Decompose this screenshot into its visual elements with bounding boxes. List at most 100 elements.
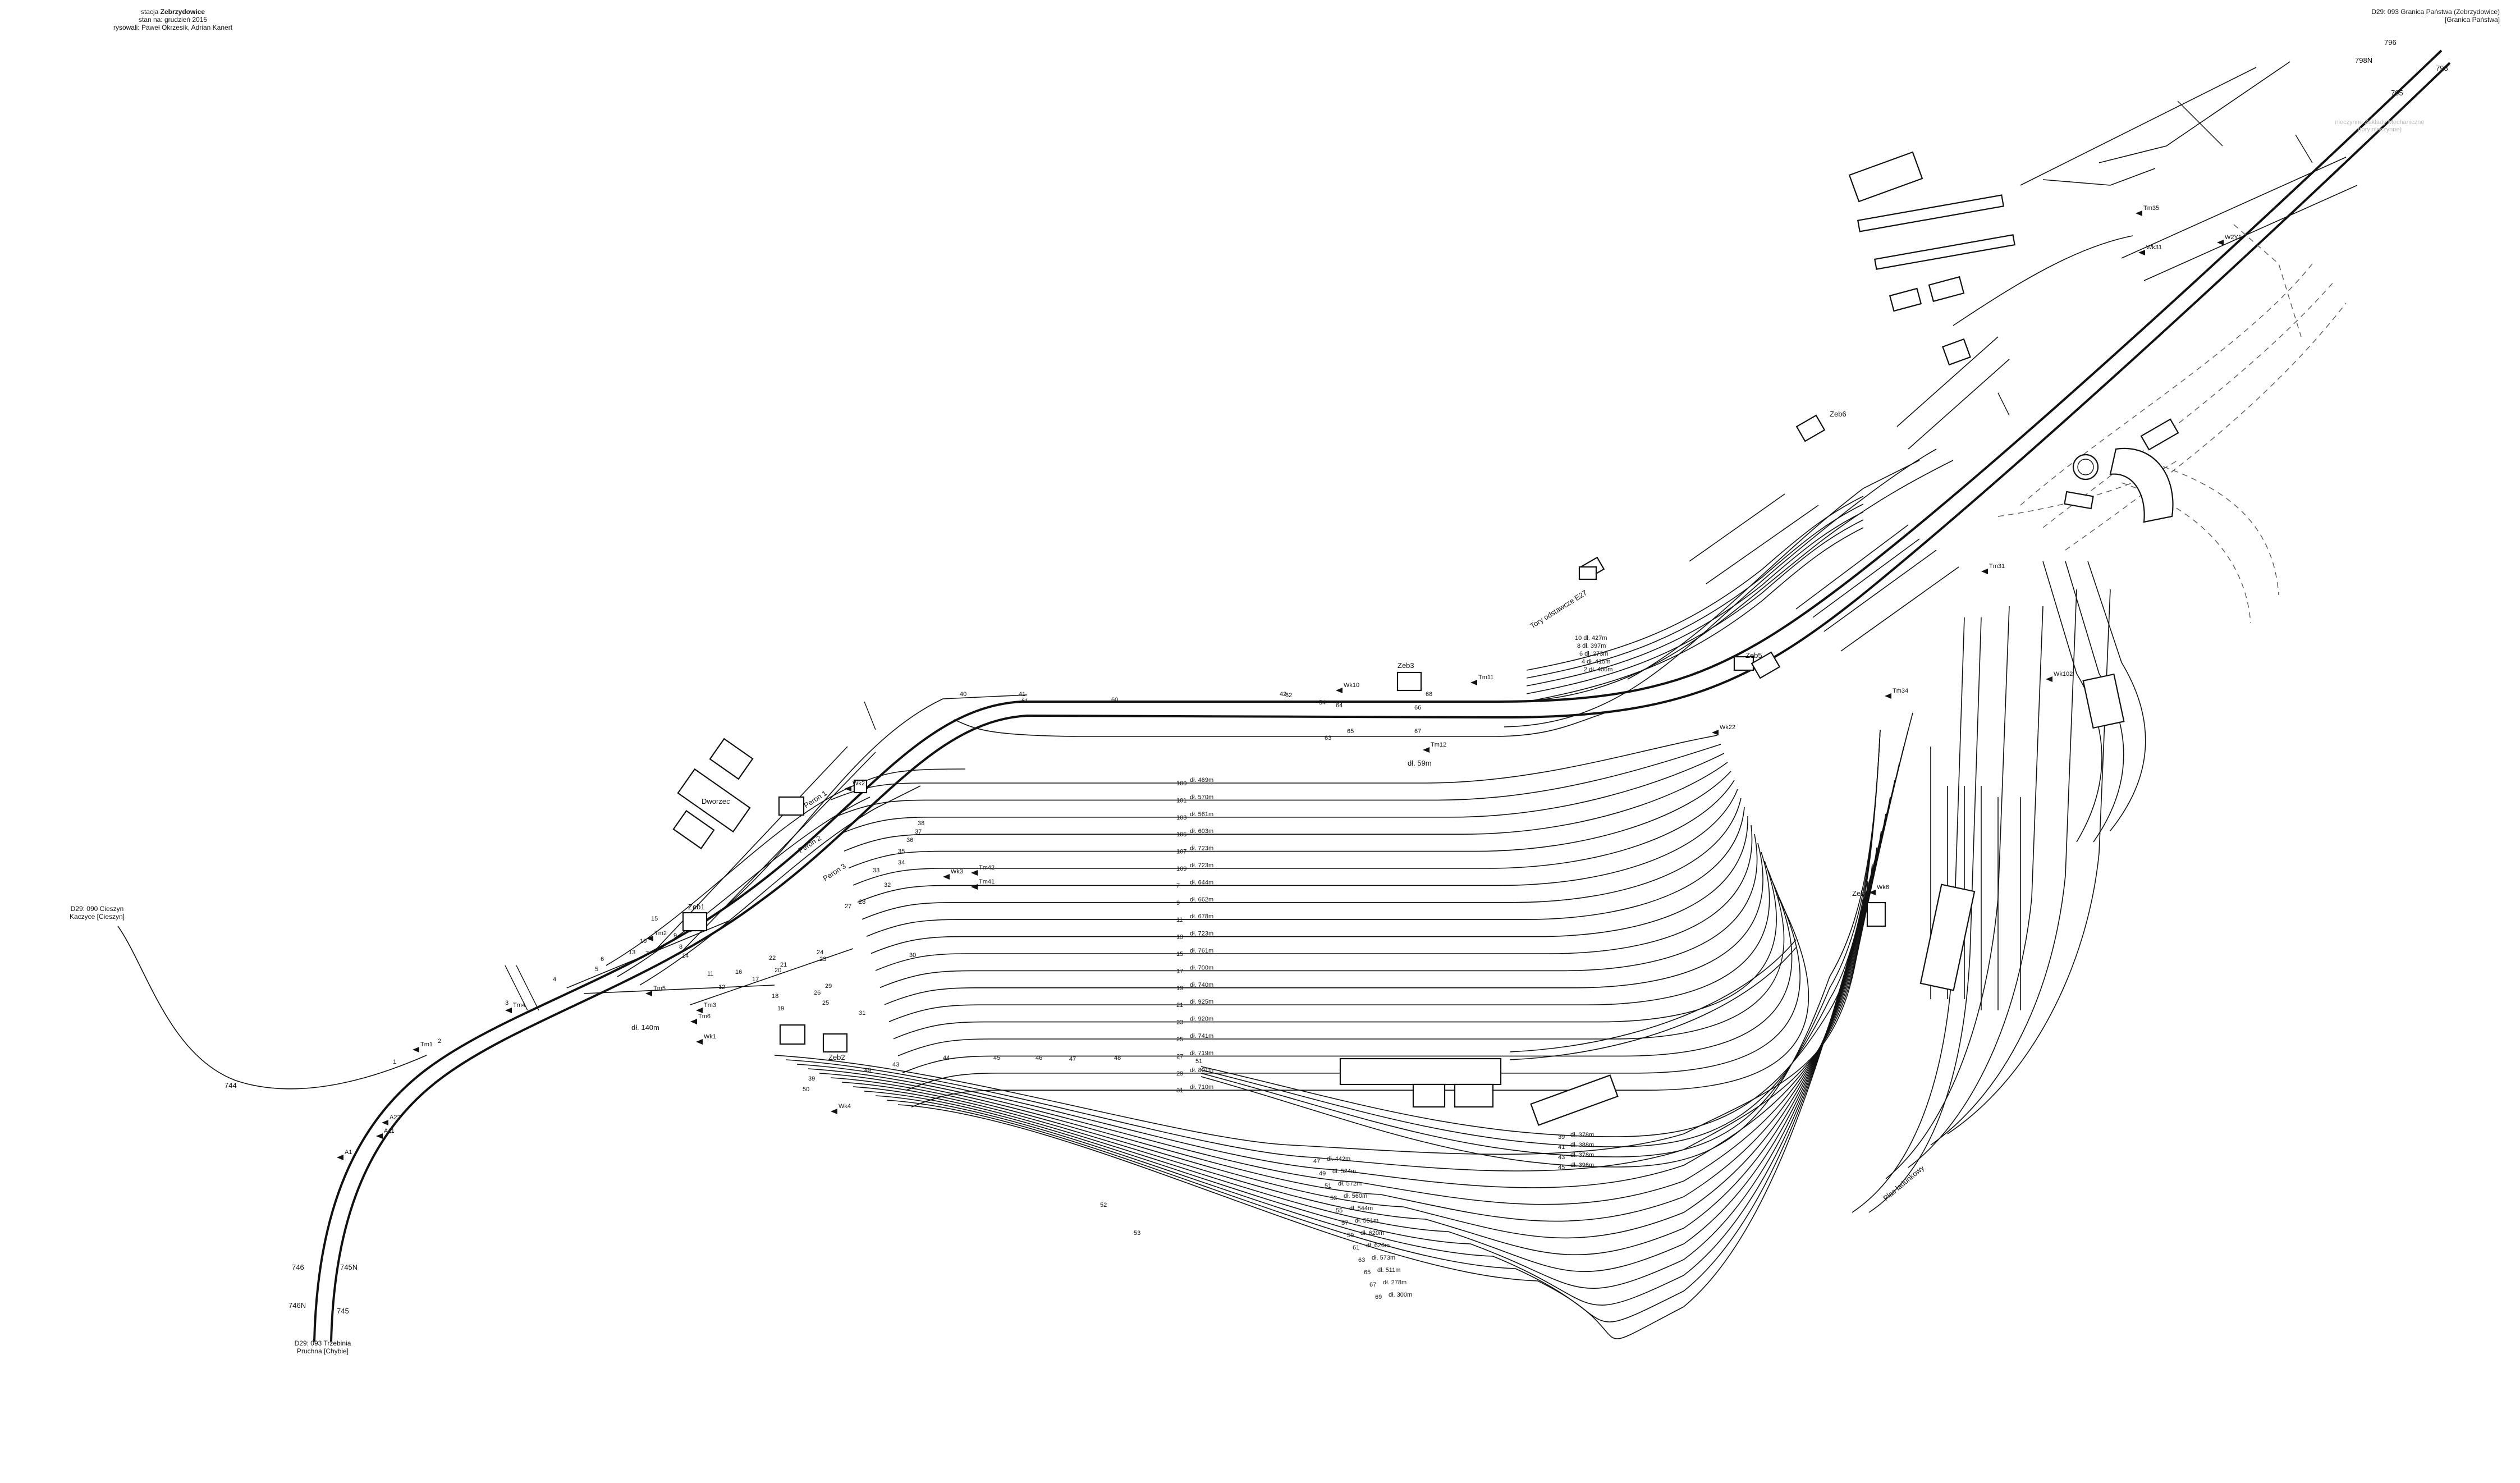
yard-track-length: dł. 741m	[1190, 1033, 1213, 1040]
box-label: Zeb1	[688, 903, 705, 911]
signal-label: A1	[345, 1149, 352, 1156]
upper-track	[1526, 519, 1864, 694]
turnout-number: 13	[629, 949, 635, 956]
box-label: Zeb6	[1830, 410, 1847, 418]
turnout-number: 39	[808, 1075, 815, 1082]
main-track-2	[330, 62, 2451, 1342]
turnout-number: 36	[906, 837, 913, 844]
lower-track-length: dł. 620m	[1360, 1230, 1384, 1237]
lower-track-number: 55	[1336, 1207, 1343, 1214]
label-station-building: Dworzec	[702, 797, 730, 805]
dashed-track	[2233, 224, 2302, 337]
turnout-number: 26	[814, 990, 821, 996]
right-vertical-tracks	[1852, 561, 2146, 1213]
turnout-number: 45	[993, 1055, 1000, 1061]
building	[1848, 151, 1923, 203]
turnout-number: 19	[777, 1005, 784, 1012]
turnout-number: 66	[1414, 704, 1421, 711]
yard-track	[866, 807, 1745, 937]
yard-track	[879, 834, 1758, 988]
siding	[2020, 67, 2257, 186]
station-building	[677, 768, 751, 833]
siding	[1627, 460, 1920, 680]
building	[1941, 338, 1972, 366]
station-name: Zebrzydowice	[160, 8, 205, 16]
yard-track	[853, 780, 1735, 886]
short-track	[1509, 939, 1797, 1052]
signal-label: A11	[384, 1128, 395, 1134]
header-authors: rysowali: Paweł Okrzesik, Adrian Kanert	[113, 24, 233, 31]
turnout-number: 28	[859, 899, 865, 905]
signal: W2Y1	[2217, 234, 2242, 245]
terminus-sub: Pruchna [Chybie]	[296, 1347, 349, 1355]
siding	[1795, 524, 1909, 610]
upper-track	[1526, 496, 1864, 671]
lower-track-number: 53	[1330, 1195, 1337, 1202]
building	[778, 796, 805, 816]
box-label: Zeb5	[1745, 651, 1762, 660]
yard-track-length: dł. 469m	[1190, 777, 1213, 784]
main-line-tracks	[117, 49, 2451, 1342]
lower-track	[819, 830, 1882, 1222]
signal-arrow	[845, 786, 851, 791]
lower-track	[774, 898, 1864, 1155]
signal-arrow	[971, 884, 978, 890]
signal: A22	[382, 1114, 401, 1125]
yard-track-number: 103	[1176, 814, 1186, 821]
box-label: Zeb2	[828, 1053, 845, 1061]
turnout-number: 40	[960, 691, 966, 698]
upper-track-label: 6 dł. 273m	[1579, 651, 1608, 657]
turnout-number: 17	[752, 976, 759, 983]
yard-track-length: dł. 723m	[1190, 931, 1213, 937]
turnout-number: 44	[943, 1055, 950, 1061]
signal: Wk102	[2046, 671, 2073, 682]
turnout-number: 50	[803, 1086, 809, 1093]
turnout-number: 63	[1325, 735, 1331, 742]
abandoned-tracks	[1997, 224, 2347, 624]
signal-arrow	[1885, 693, 1891, 699]
box-zeb6	[1795, 414, 1826, 442]
turnout-number: 64	[1336, 702, 1343, 709]
signal-label: Tm11	[1478, 674, 1493, 681]
building	[1454, 1083, 1494, 1108]
upper-track	[1526, 504, 1864, 679]
track-marker	[505, 965, 528, 1011]
signal-label: Tm6	[698, 1013, 711, 1020]
signal-arrow	[337, 1155, 343, 1160]
turnout-number: 11	[707, 971, 713, 977]
faint-note-line: nieczynne Zakłady Mechaniczne	[2335, 119, 2425, 126]
building	[1857, 194, 2005, 232]
siding	[639, 785, 921, 986]
yard-track-number: 17	[1176, 968, 1183, 974]
main-track-1	[313, 49, 2443, 1342]
yard-track	[857, 789, 1738, 903]
siding	[1930, 589, 2077, 1146]
signal: Wk10	[1336, 682, 1359, 693]
yard-track-number: 9	[1176, 900, 1180, 907]
dashed-track	[2020, 263, 2313, 506]
turnout-number: 6	[601, 956, 604, 963]
faint-note: nieczynne Zakłady Mechaniczne (tory niec…	[2324, 119, 2436, 134]
turnout-number: 15	[651, 916, 658, 922]
box-label: Zeb3	[1398, 661, 1414, 670]
signal-label: Wk22	[1720, 724, 1735, 731]
upper-track	[1526, 527, 1864, 702]
right-track-number: 39	[1558, 1134, 1565, 1141]
signal-arrow	[943, 874, 950, 880]
km-label: 744	[224, 1081, 237, 1090]
terminus-name: Granica Państwa (Zebrzydowice)	[2400, 8, 2500, 16]
signal-label: Wk3	[951, 868, 963, 875]
signal-label: Wk4	[839, 1103, 851, 1110]
signal: Tm3	[696, 1002, 716, 1013]
signal: Wk6	[1869, 884, 1889, 895]
lower-track-number: 65	[1364, 1269, 1371, 1276]
building	[2064, 491, 2094, 510]
signal: Tm34	[1885, 688, 1908, 699]
signal: A11	[376, 1128, 395, 1139]
track-marker	[2177, 100, 2223, 147]
track-marker	[1997, 392, 2010, 416]
building	[2140, 418, 2179, 451]
yard-track-length: dł. 644m	[1190, 879, 1213, 886]
turnout-number: 9	[673, 932, 677, 939]
